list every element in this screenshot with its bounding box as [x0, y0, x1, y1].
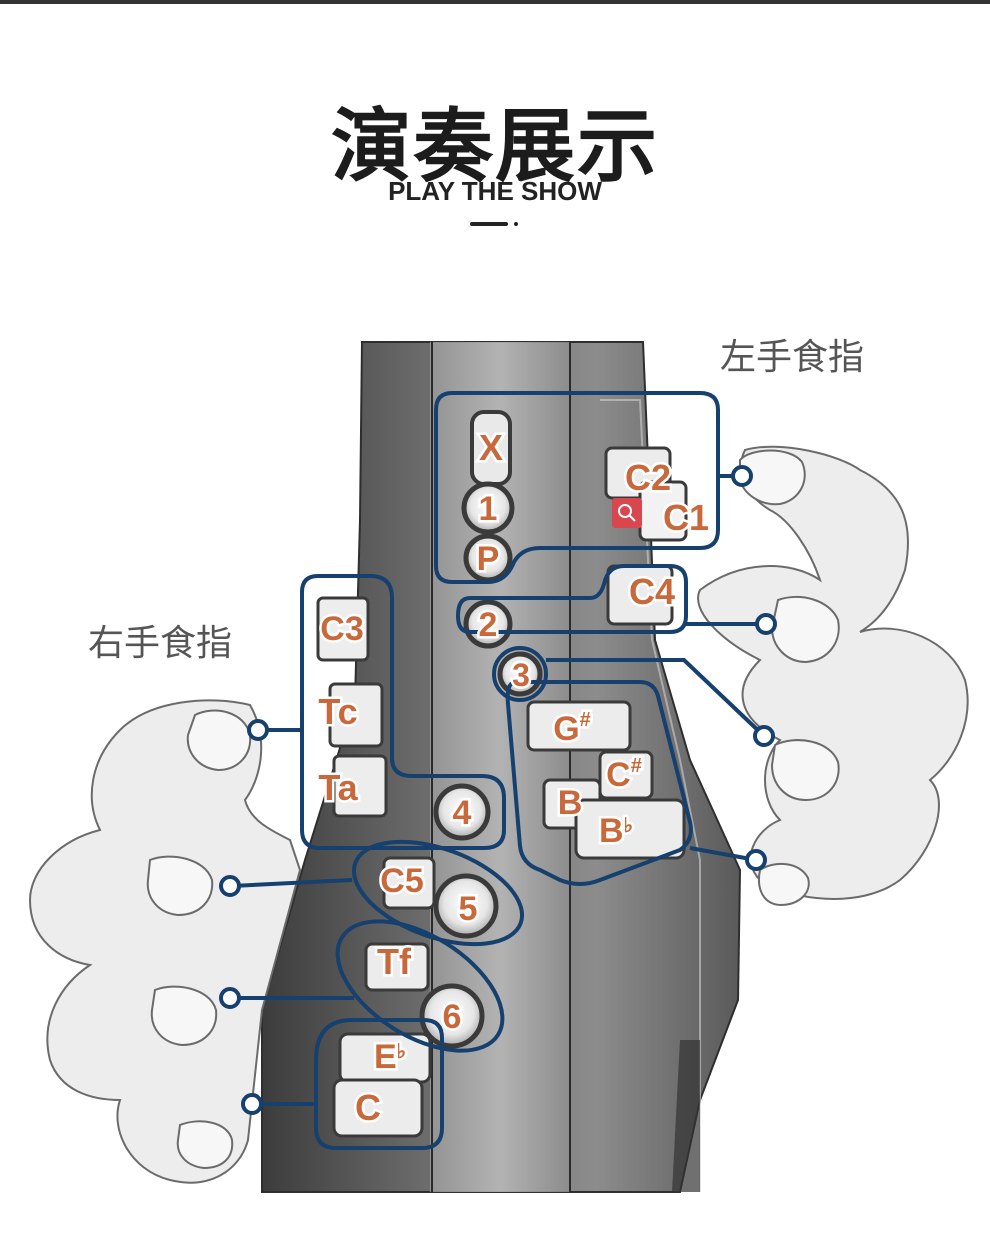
- key-label-3: 3: [512, 657, 530, 693]
- key-label-ta: Ta: [318, 767, 358, 808]
- key-label-e-flat-accidental: ♭: [397, 1041, 406, 1063]
- key-label-g-sharp: G#: [553, 709, 591, 748]
- key-label-b: B: [558, 784, 583, 822]
- key-label-c4: C4: [629, 571, 675, 612]
- key-label-g-sharp-accidental: #: [580, 709, 591, 731]
- right-hand-index-finger: [28, 699, 302, 1184]
- page-title: 演奏展示: [331, 100, 659, 193]
- key-label-c-sharp-accidental: #: [631, 755, 642, 777]
- key-label-x: X: [479, 427, 503, 468]
- key-label-4: 4: [453, 794, 472, 832]
- title-underline: [470, 222, 508, 226]
- key-label-c-sharp: C#: [606, 755, 642, 794]
- key-label-c5: C5: [380, 862, 423, 900]
- key-label-c2: C2: [625, 457, 671, 498]
- page-subtitle: PLAY THE SHOW: [388, 176, 602, 206]
- key-label-b-flat-accidental: ♭: [624, 815, 633, 837]
- top-border-line: [0, 0, 990, 4]
- callout-markers: [219, 465, 777, 1115]
- key-label-c3: C3: [320, 610, 363, 648]
- key-label-e-flat: E♭: [374, 1038, 406, 1076]
- left-hand-index-finger: [697, 445, 969, 907]
- key-label-1: 1: [479, 490, 498, 528]
- key-label-b-flat: B♭: [599, 812, 633, 850]
- key-label-c-low: C: [355, 1087, 381, 1128]
- callout-outlines: [300, 391, 720, 1150]
- key-label-tf: Tf: [377, 941, 412, 982]
- key-label-c: C: [606, 756, 631, 794]
- key-label-5: 5: [459, 890, 478, 928]
- key-label-g: G: [553, 710, 579, 748]
- key-labels: X 1 P C2 C1 C4 2 3 C3 Tc Ta 4 G# C# B B♭…: [316, 425, 712, 1131]
- key-label-p: P: [477, 540, 500, 578]
- key-label-e-flat-letter: E: [374, 1038, 397, 1076]
- key-label-2: 2: [479, 606, 498, 644]
- key-shapes: [316, 410, 688, 1138]
- key-label-6: 6: [443, 998, 462, 1036]
- key-label-c1: C1: [663, 497, 709, 538]
- left-hand-index-label: 左手食指: [720, 337, 865, 378]
- right-hand-index-label: 右手食指: [88, 623, 233, 664]
- key-label-tc: Tc: [318, 691, 357, 732]
- title-underline-dot: [514, 222, 518, 226]
- key-label-b-flat-letter: B: [599, 812, 624, 850]
